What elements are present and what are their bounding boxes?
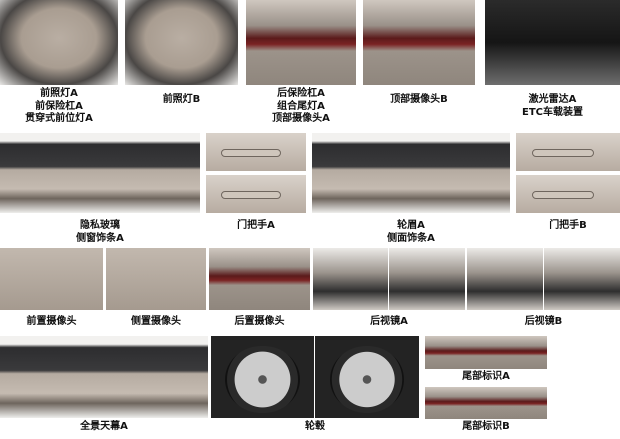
label-line: 侧窗饰条A: [76, 232, 124, 244]
photo-mirror-b-2: [544, 248, 620, 310]
photo-panoramic-roof: [0, 336, 208, 418]
label-rear-bumper-a: 后保险杠A 组合尾灯A 顶部摄像头A: [246, 88, 356, 126]
label-line: 贯穿式前位灯A: [25, 113, 93, 124]
photo-mirror-b-1: [467, 248, 543, 310]
label-line: 顶部摄像头A: [272, 113, 330, 124]
label-line: 顶部摄像头B: [390, 94, 448, 105]
label-mirror-b: 后视镜B: [467, 316, 620, 329]
label-lidar-a: 激光雷达A ETC车载装置: [485, 94, 620, 119]
label-line: 组合尾灯A: [277, 100, 325, 112]
photo-door-handle-a-open: [206, 175, 306, 213]
label-tail-badge-b: 尾部标识B: [425, 421, 547, 434]
label-line: 激光雷达A: [528, 94, 577, 105]
label-top-camera-b: 顶部摄像头B: [363, 94, 475, 107]
photo-windshield-lidar: [485, 0, 620, 85]
label-line: 前保险杠A: [35, 100, 83, 112]
label-line: 后保险杠A: [277, 88, 325, 99]
label-line: 后视镜A: [370, 316, 408, 327]
label-tail-badge-a: 尾部标识A: [425, 371, 547, 384]
photo-front-view-b: [125, 0, 238, 85]
photo-tail-badge-b: [425, 387, 547, 419]
label-rear-camera: 后置摄像头: [209, 316, 310, 329]
label-wheel-arch-a: 轮眉A 侧面饰条A: [312, 220, 510, 245]
label-line: 尾部标识B: [462, 421, 510, 432]
photo-tail-badge-a: [425, 336, 547, 369]
label-line: 门把手A: [237, 220, 275, 231]
photo-rear-view-a: [246, 0, 356, 85]
label-line: 全景天幕A: [80, 421, 128, 432]
label-line: 隐私玻璃: [80, 220, 120, 231]
label-panoramic-roof-a: 全景天幕A: [0, 421, 208, 434]
photo-side-view-privacy-glass: [0, 133, 200, 213]
label-line: ETC车载装置: [522, 106, 583, 118]
photo-rear-camera: [209, 248, 310, 310]
label-line: 侧置摄像头: [131, 316, 181, 327]
photo-side-camera: [106, 248, 206, 310]
photo-mirror-a-2: [389, 248, 465, 310]
photo-door-handle-a-closed: [206, 133, 306, 171]
label-line: 后置摄像头: [234, 316, 285, 327]
label-front-light-a: 前照灯A 前保险杠A 贯穿式前位灯A: [0, 88, 118, 126]
label-line: 轮眉A: [397, 220, 425, 231]
label-line: 前置摄像头: [26, 316, 77, 327]
photo-wheel-2: [315, 336, 419, 418]
photo-front-camera: [0, 248, 103, 310]
photo-door-handle-b-open: [516, 175, 620, 213]
label-line: 侧面饰条A: [387, 232, 435, 244]
label-front-camera: 前置摄像头: [0, 316, 103, 329]
label-line: 后视镜B: [524, 316, 563, 327]
photo-front-view-a: [0, 0, 118, 85]
label-line: 前照灯A: [40, 88, 78, 99]
label-door-handle-a: 门把手A: [206, 220, 306, 233]
label-line: 轮毂: [305, 421, 325, 432]
label-line: 前照灯B: [162, 94, 201, 105]
photo-wheel-1: [211, 336, 314, 418]
photo-door-handle-b-closed: [516, 133, 620, 171]
label-line: 尾部标识A: [462, 371, 510, 382]
label-door-handle-b: 门把手B: [516, 220, 620, 233]
label-mirror-a: 后视镜A: [313, 316, 465, 329]
photo-mirror-a-1: [313, 248, 388, 310]
label-line: 门把手B: [549, 220, 587, 231]
label-side-camera: 侧置摄像头: [106, 316, 206, 329]
label-privacy-glass: 隐私玻璃 侧窗饰条A: [0, 220, 200, 245]
label-front-light-b: 前照灯B: [125, 94, 238, 107]
photo-side-view-wheel-arch: [312, 133, 510, 213]
photo-rear-view-b: [363, 0, 475, 85]
label-wheel: 轮毂: [211, 421, 419, 434]
